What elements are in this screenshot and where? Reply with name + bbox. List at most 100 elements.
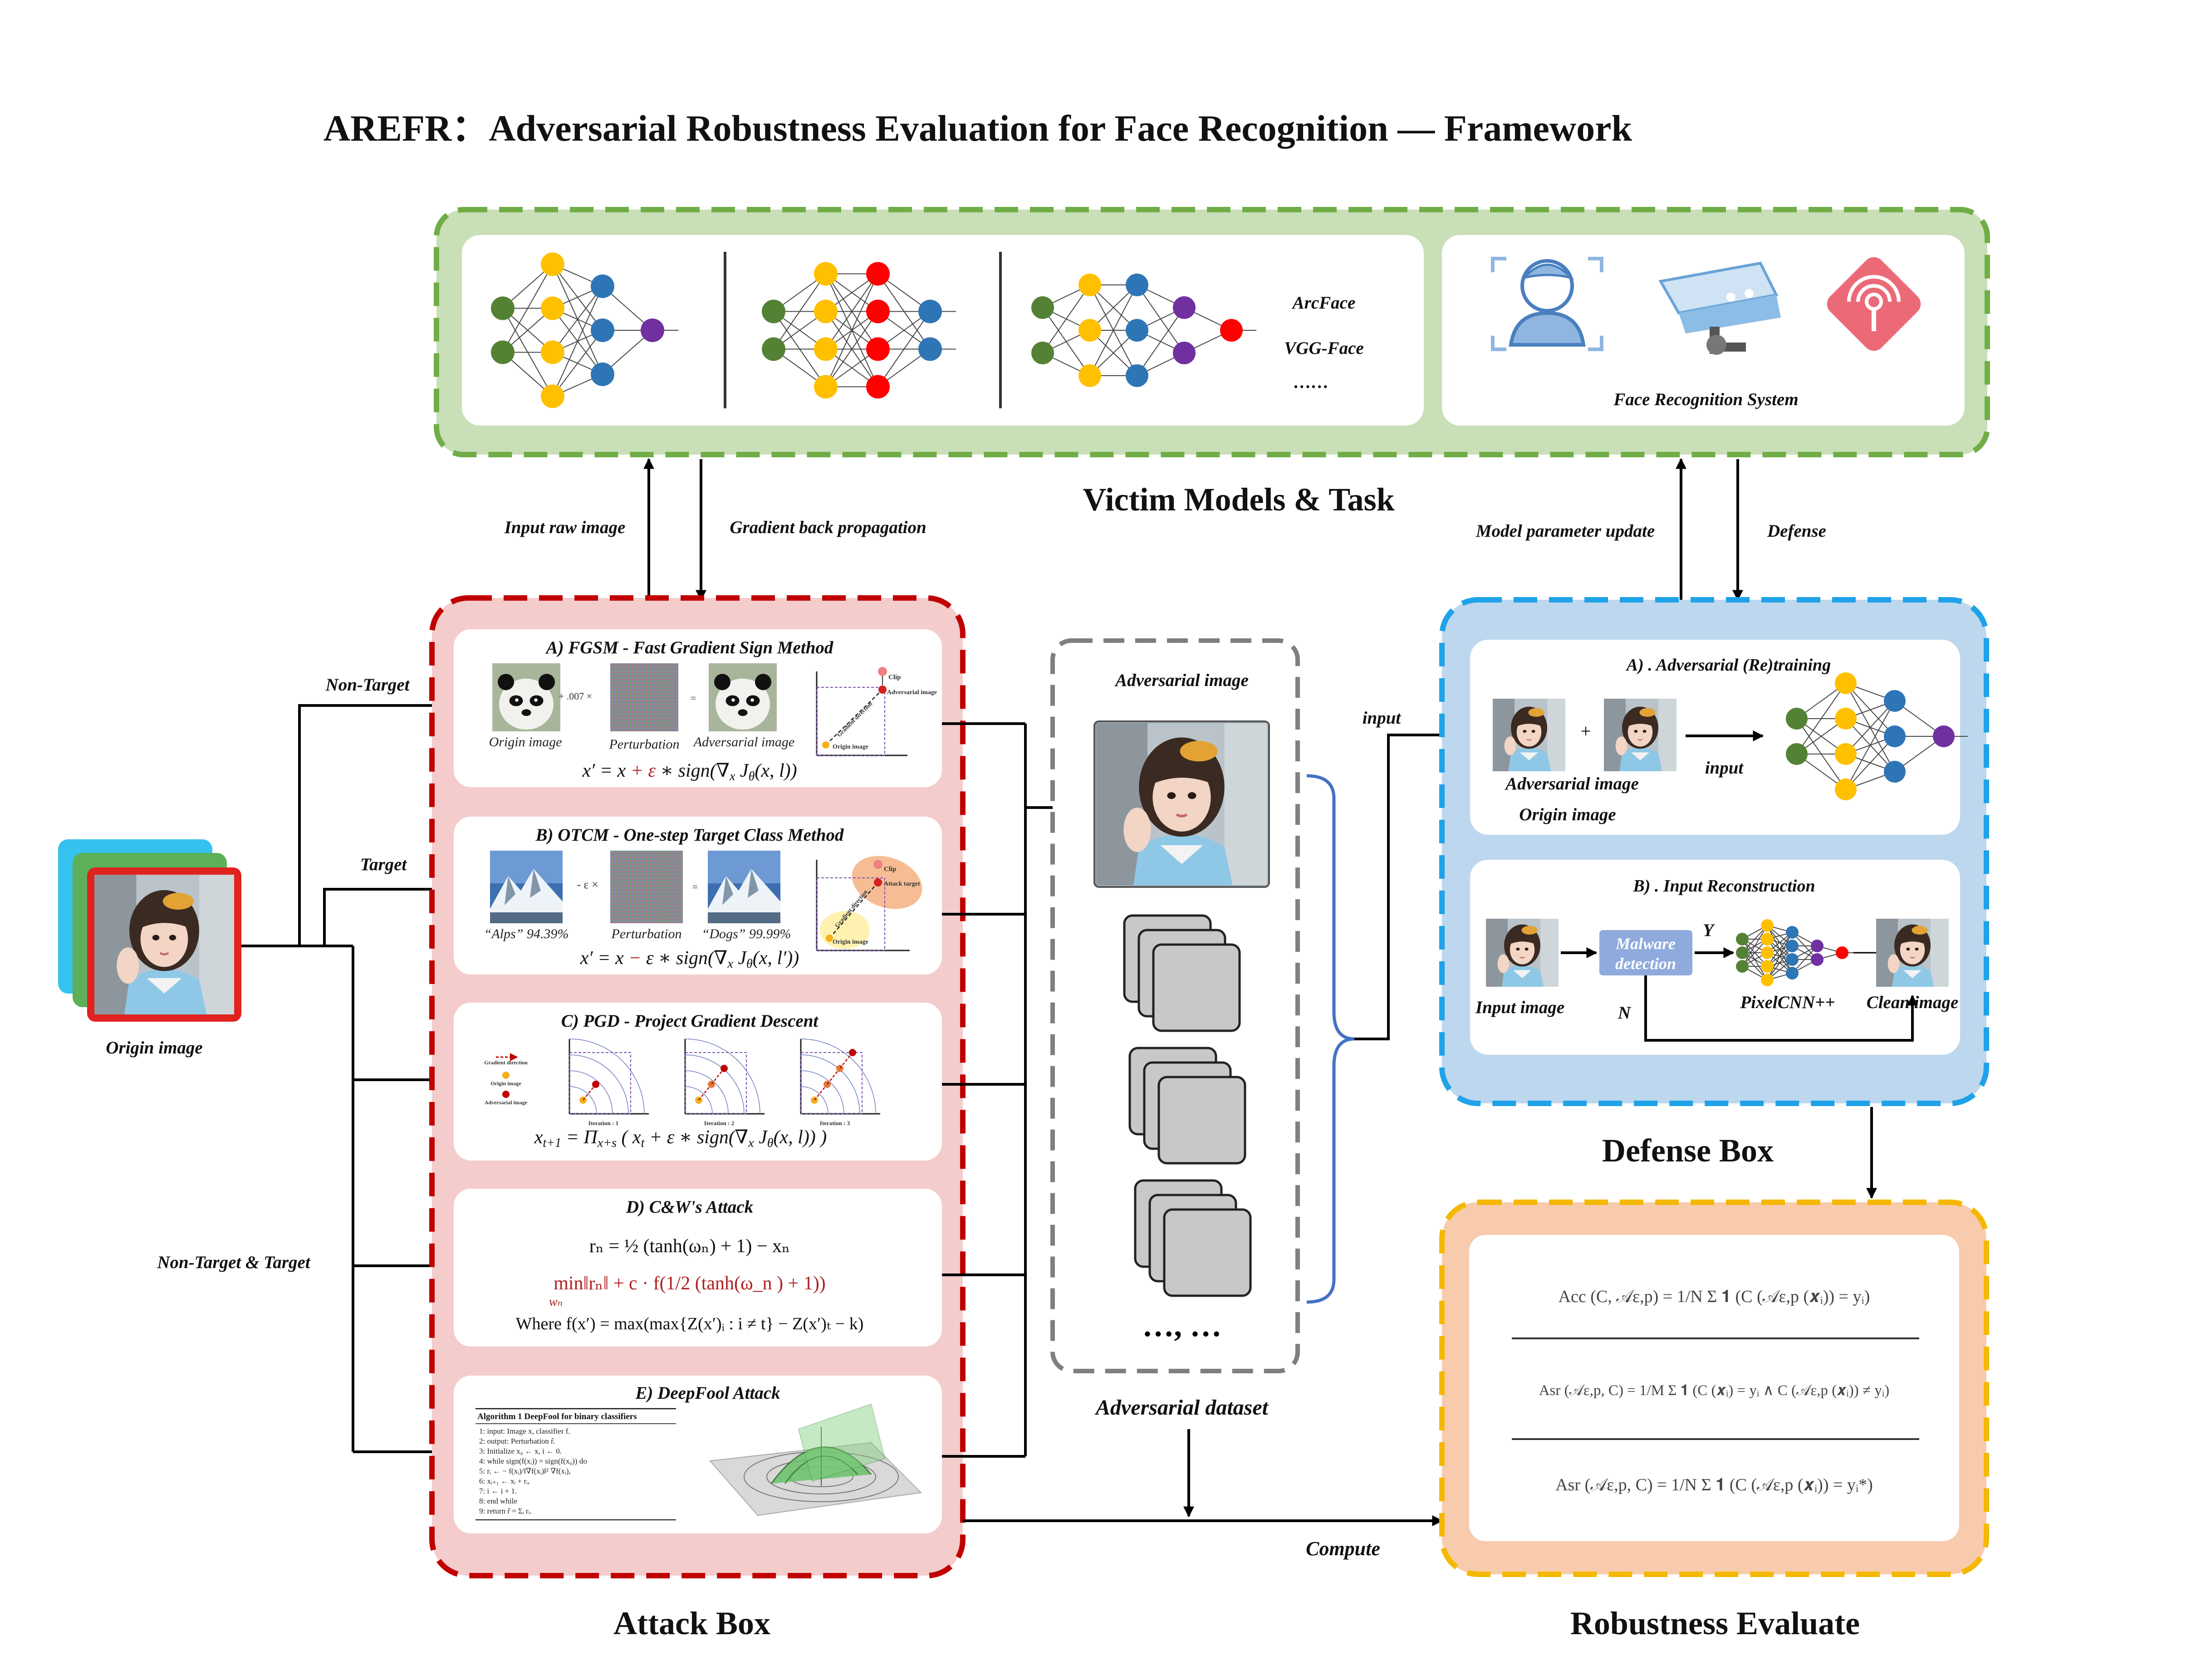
net-edge bbox=[1845, 700, 1895, 754]
reconstruction-n: N bbox=[1618, 1003, 1632, 1023]
deepfool-algo-line: 1: input: Image x, classifier f. bbox=[479, 1427, 570, 1435]
attack-to-dataset-lines bbox=[942, 722, 1443, 1526]
neural-net-1 bbox=[491, 252, 679, 408]
pgd-box bbox=[685, 1052, 747, 1114]
net-node bbox=[1786, 708, 1808, 730]
pgd-contour bbox=[800, 1054, 860, 1114]
net-edge bbox=[552, 330, 603, 397]
cw-title: D) C&W's Attack bbox=[626, 1197, 754, 1217]
model-arcface: ArcFace bbox=[1291, 293, 1356, 313]
fgsm-cap-origin: Origin image bbox=[489, 735, 562, 749]
model-vggface: VGG-Face bbox=[1284, 338, 1363, 358]
net-node bbox=[1031, 342, 1054, 364]
pgd-contour bbox=[569, 1038, 645, 1114]
net-edge bbox=[1767, 932, 1793, 980]
net-node bbox=[1736, 960, 1749, 973]
label-target: Target bbox=[360, 855, 407, 874]
fgsm-panel: A) FGSM - Fast Gradient Sign Method + .0… bbox=[454, 629, 942, 787]
deepfool-panel: E) DeepFool Attack Algorithm 1 DeepFool … bbox=[454, 1376, 942, 1533]
net-node bbox=[1078, 274, 1101, 296]
cw-eq3: Where f(x′) = max(max{Z(x′)ᵢ : i ≠ t} − … bbox=[516, 1314, 864, 1333]
net-edge bbox=[1137, 307, 1185, 376]
net-node bbox=[814, 262, 838, 286]
camera-icon bbox=[1658, 261, 1781, 355]
label-defense: Defense bbox=[1767, 521, 1826, 541]
retraining-adv-image bbox=[1493, 691, 1565, 779]
origin-photo bbox=[94, 861, 234, 1029]
pgd-step-point bbox=[721, 1065, 728, 1072]
net-node bbox=[1126, 274, 1148, 296]
attack-title: Attack Box bbox=[613, 1605, 770, 1641]
pgd-contour bbox=[685, 1070, 729, 1114]
otcm-panel: B) OTCM - One-step Target Class Method -… bbox=[454, 817, 942, 975]
net-edge bbox=[1089, 284, 1137, 376]
victim-models-box: ArcFace VGG-Face …… Face Reco bbox=[434, 207, 1990, 457]
label-non-target: Non-Target bbox=[325, 675, 410, 695]
net-edge bbox=[877, 311, 931, 387]
pgd-step bbox=[583, 1084, 596, 1101]
net-node bbox=[591, 318, 614, 342]
fgsm-cap-perturbation: Perturbation bbox=[609, 737, 680, 752]
net-node bbox=[1835, 743, 1857, 765]
net-node bbox=[762, 337, 785, 361]
retraining-origin-image bbox=[1604, 691, 1676, 779]
net-node bbox=[814, 337, 838, 361]
net-node bbox=[1173, 342, 1196, 364]
page-title: AREFR：Adversarial Robustness Evaluation … bbox=[324, 108, 1632, 149]
fgsm-cap-adv: Adversarial image bbox=[693, 735, 794, 749]
pgd-legend: Gradient direction Origin image Adversar… bbox=[484, 1053, 528, 1106]
fgsm-plot-adv: Adversarial image bbox=[887, 689, 937, 696]
pgd-equation: xt+1 = Πx+s ( xt + ε ∗ sign(∇x Jθ(x, l))… bbox=[534, 1127, 827, 1150]
net-edge bbox=[1767, 945, 1793, 980]
dataset-adv-image bbox=[1096, 701, 1267, 906]
net-edge bbox=[825, 311, 878, 387]
retraining-input-label: input bbox=[1705, 758, 1744, 778]
pixelcnn-neural-net bbox=[1736, 919, 1856, 986]
fgsm-panda-adv bbox=[709, 663, 777, 731]
deepfool-algo-line: 5: rᵢ ← − f(xᵢ)/‖∇f(xᵢ)‖² ∇f(xᵢ), bbox=[479, 1467, 571, 1475]
pgd-box bbox=[800, 1052, 863, 1114]
label-gradient-back-propagation: Gradient back propagation bbox=[730, 518, 926, 537]
otcm-perturbation-image bbox=[610, 851, 683, 923]
net-node bbox=[1836, 946, 1848, 959]
net-node bbox=[1173, 296, 1196, 319]
dataset-to-defense-arrow bbox=[1354, 730, 1471, 1040]
net-node bbox=[541, 252, 564, 276]
pgd-step bbox=[839, 1052, 853, 1069]
pgd-contour bbox=[800, 1038, 876, 1114]
deepfool-title: E) DeepFool Attack bbox=[635, 1383, 780, 1403]
net-node bbox=[1884, 725, 1906, 747]
deepfool-3d-illustration bbox=[709, 1403, 922, 1516]
otcm-cap-alps: “Alps” 94.39% bbox=[484, 926, 569, 941]
cw-eq2-sub: wₙ bbox=[549, 1295, 563, 1309]
deepfool-algo-lines: 1: input: Image x, classifier f.2: outpu… bbox=[479, 1427, 587, 1515]
reconstruction-cap-pixelcnn: PixelCNN++ bbox=[1740, 993, 1835, 1012]
net-node bbox=[491, 296, 515, 320]
stack-card bbox=[1152, 943, 1241, 1032]
net-node bbox=[1786, 926, 1799, 939]
fgsm-equation: x′ = x + ε ∗ sign(∇x Jθ(x, l)) bbox=[582, 760, 797, 784]
net-node bbox=[918, 337, 942, 361]
net-node bbox=[591, 362, 614, 386]
pgd-contour bbox=[569, 1086, 597, 1114]
otcm-op-mult: - ε × bbox=[577, 878, 598, 891]
net-node bbox=[1811, 953, 1823, 966]
defense-box: A) . Adversarial (Re)training + Adversar… bbox=[1439, 597, 1989, 1106]
reconstruction-cap-input: Input image bbox=[1475, 998, 1564, 1017]
net-node bbox=[1835, 779, 1857, 800]
defense-title: Defense Box bbox=[1602, 1132, 1774, 1169]
stack-card bbox=[1157, 1076, 1246, 1165]
net-node bbox=[1220, 319, 1243, 342]
net-edge bbox=[1767, 932, 1793, 967]
net-node bbox=[1761, 974, 1774, 986]
net-node bbox=[591, 274, 614, 298]
net-node bbox=[1786, 953, 1799, 966]
reconstruction-clean-image bbox=[1876, 909, 1949, 996]
net-node bbox=[1933, 725, 1955, 747]
victim-models-panel bbox=[462, 235, 1424, 426]
malware-text-2: detection bbox=[1615, 955, 1676, 973]
reconstruction-title: B) . Input Reconstruction bbox=[1632, 877, 1815, 896]
net-node bbox=[762, 299, 785, 323]
fgsm-panda-origin bbox=[492, 663, 560, 731]
victim-title: Victim Models & Task bbox=[1083, 481, 1394, 518]
